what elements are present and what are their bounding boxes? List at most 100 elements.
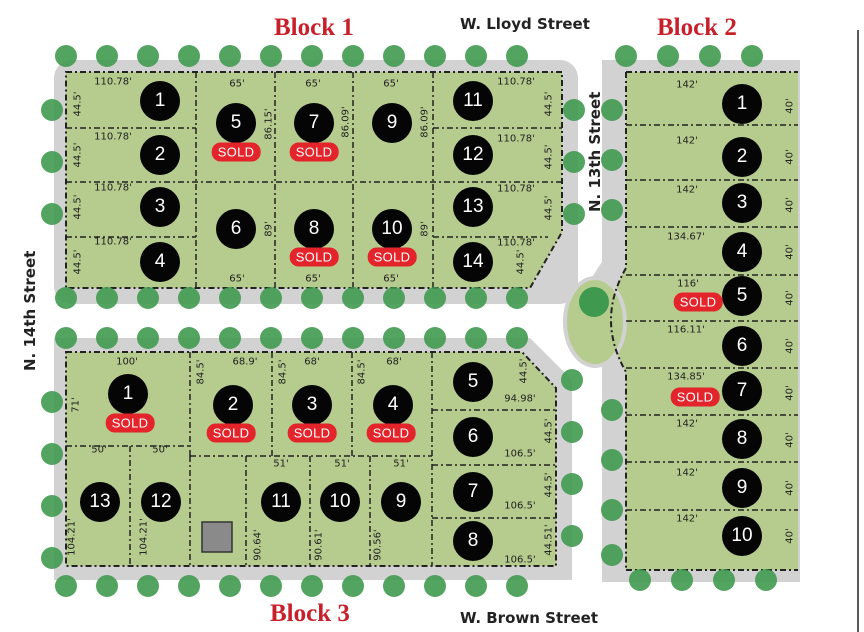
tree-icon xyxy=(383,45,405,67)
block3-lot-6[interactable]: 6 xyxy=(453,417,493,457)
tree-icon xyxy=(41,495,63,517)
block2-lot-3[interactable]: 3 xyxy=(722,183,762,223)
dimension-label: 40' xyxy=(784,290,796,306)
block-2-title: Block 2 xyxy=(657,14,737,41)
dimension-label: 44.5' xyxy=(543,195,555,221)
tree-icon xyxy=(671,569,693,591)
dimension-label: 90.64' xyxy=(252,529,264,561)
block1-lot-7-sold-badge: SOLD xyxy=(289,142,339,162)
block1-lot-11[interactable]: 11 xyxy=(453,81,493,121)
block-3-title: Block 3 xyxy=(270,600,350,627)
dimension-label: 40' xyxy=(784,432,796,448)
dimension-label: 116.11' xyxy=(667,324,705,336)
tree-icon xyxy=(601,399,623,421)
tree-icon xyxy=(383,327,405,349)
street-n-13th: N. 13th Street xyxy=(586,91,604,212)
dimension-label: 65' xyxy=(229,273,245,285)
block1-outline xyxy=(65,71,563,289)
dimension-label: 142' xyxy=(676,467,698,479)
dimension-label: 44.5' xyxy=(543,472,555,498)
street-w-lloyd: W. Lloyd Street xyxy=(460,15,590,33)
dimension-label: 110.78' xyxy=(94,182,132,194)
block1-lot-14[interactable]: 14 xyxy=(453,242,493,282)
block3-lot-8[interactable]: 8 xyxy=(453,521,493,561)
block3-parcel xyxy=(66,352,556,566)
block1-lot-4[interactable]: 4 xyxy=(140,242,180,282)
tree-icon xyxy=(260,45,282,67)
block1-lot-7[interactable]: 7 xyxy=(294,103,334,143)
lot-lines xyxy=(65,71,798,571)
dimension-label: 106.5' xyxy=(504,448,536,460)
block3-lot-10[interactable]: 10 xyxy=(320,482,360,522)
tree-icon xyxy=(342,45,364,67)
block3-lot-3[interactable]: 3 xyxy=(292,385,332,425)
dimension-label: 65' xyxy=(305,78,321,90)
tree-icon xyxy=(178,287,200,309)
dimension-label: 44.5' xyxy=(72,194,84,220)
tree-icon xyxy=(601,449,623,471)
block2-lot-4[interactable]: 4 xyxy=(722,232,762,272)
tree-icon xyxy=(55,575,77,597)
dimension-label: 106.5' xyxy=(504,554,536,566)
block2-lot-6[interactable]: 6 xyxy=(722,326,762,366)
block3-lot-13[interactable]: 13 xyxy=(80,482,120,522)
block3-lot-4[interactable]: 4 xyxy=(373,385,413,425)
block1-lot-5-sold-badge: SOLD xyxy=(211,142,261,162)
dimension-label: 50' xyxy=(91,444,107,456)
dimension-label: 110.78' xyxy=(497,76,535,88)
block1-lot-10[interactable]: 10 xyxy=(372,209,412,249)
block3-lot-2-sold-badge: SOLD xyxy=(206,423,256,443)
block1-parcel xyxy=(66,72,562,288)
dimension-label: 84.5' xyxy=(356,359,368,385)
block1-lot-1[interactable]: 1 xyxy=(140,81,180,121)
dimension-label: 44.5' xyxy=(72,91,84,117)
block3-lot-11[interactable]: 11 xyxy=(261,482,301,522)
dimension-label: 44.5' xyxy=(515,249,527,275)
block2-lot-7[interactable]: 7 xyxy=(722,371,762,411)
block2-lot-1[interactable]: 1 xyxy=(722,84,762,124)
block1-lot-9[interactable]: 9 xyxy=(372,103,412,143)
tree-icon xyxy=(178,575,200,597)
dimension-label: 89' xyxy=(419,221,431,237)
tree-icon xyxy=(219,45,241,67)
block1-lot-5[interactable]: 5 xyxy=(216,103,256,143)
block2-lot-5[interactable]: 5 xyxy=(722,276,762,316)
dimension-label: 65' xyxy=(229,78,245,90)
dimension-label: 84.5' xyxy=(277,359,289,385)
tree-icon xyxy=(506,287,528,309)
tree-icon xyxy=(755,569,777,591)
block1-lot-8[interactable]: 8 xyxy=(294,209,334,249)
dimension-label: 86.09' xyxy=(419,106,431,138)
block2-lot-8[interactable]: 8 xyxy=(722,419,762,459)
dimension-label: 44.5' xyxy=(543,144,555,170)
block2-lot-9[interactable]: 9 xyxy=(722,468,762,508)
dimension-label: 40' xyxy=(784,197,796,213)
block3-lot-1[interactable]: 1 xyxy=(108,374,148,414)
dimension-label: 104.21' xyxy=(138,518,150,556)
block1-lot-3[interactable]: 3 xyxy=(140,187,180,227)
block3-lot-7[interactable]: 7 xyxy=(453,472,493,512)
block3-lot-2[interactable]: 2 xyxy=(213,385,253,425)
block3-lot-9[interactable]: 9 xyxy=(381,482,421,522)
dimension-label: 142' xyxy=(676,513,698,525)
block1-lot-12[interactable]: 12 xyxy=(453,135,493,175)
block1-lot-10-sold-badge: SOLD xyxy=(367,247,417,267)
tree-icon xyxy=(219,327,241,349)
block1-lot-2[interactable]: 2 xyxy=(140,135,180,175)
block1-lot-6[interactable]: 6 xyxy=(216,209,256,249)
block2-lot-10[interactable]: 10 xyxy=(722,516,762,556)
dimension-label: 40' xyxy=(784,244,796,260)
dimension-label: 40' xyxy=(784,480,796,496)
block2-lot-2[interactable]: 2 xyxy=(722,137,762,177)
block2-lot-7-sold-badge: SOLD xyxy=(670,387,720,407)
tree-icon xyxy=(465,575,487,597)
dimension-label: 142' xyxy=(676,79,698,91)
tree-icon xyxy=(301,287,323,309)
block3-lot-5[interactable]: 5 xyxy=(453,362,493,402)
tree-icon xyxy=(657,45,679,67)
block3-lot-12[interactable]: 12 xyxy=(141,482,181,522)
tree-icon xyxy=(342,287,364,309)
tree-icon xyxy=(601,99,623,121)
block1-lot-13[interactable]: 13 xyxy=(453,187,493,227)
